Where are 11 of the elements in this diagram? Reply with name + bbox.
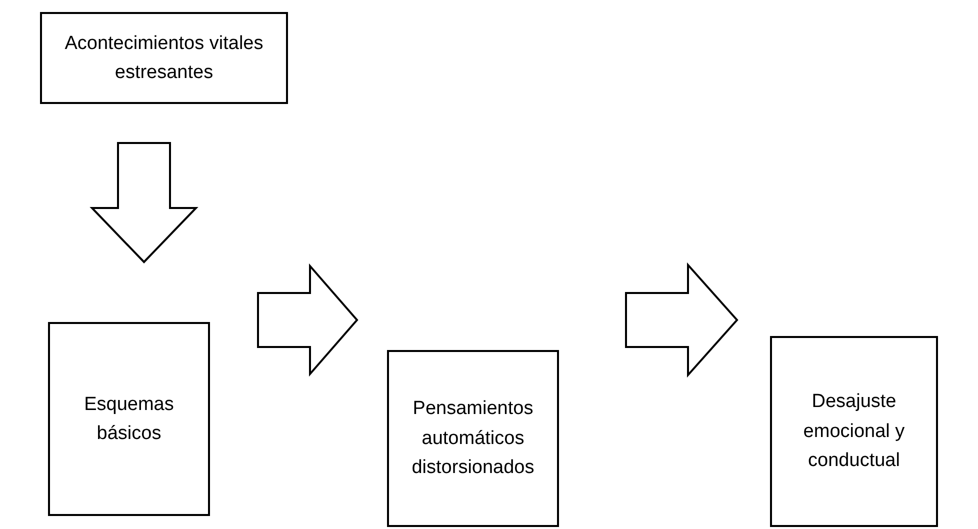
box-label: Acontecimientos vitales estresantes — [64, 32, 264, 85]
box-label: Desajuste emocional y conductual — [802, 390, 906, 474]
process-box — [48, 322, 210, 516]
process-box — [40, 12, 288, 104]
block-arrow — [257, 263, 358, 377]
block-arrow — [625, 262, 738, 378]
process-box — [387, 350, 559, 527]
box-label: Esquemas básicos — [83, 392, 175, 446]
box-label: Pensamientos automáticos distorsionados — [410, 397, 536, 480]
block-arrow — [90, 142, 198, 264]
process-box — [770, 336, 938, 527]
